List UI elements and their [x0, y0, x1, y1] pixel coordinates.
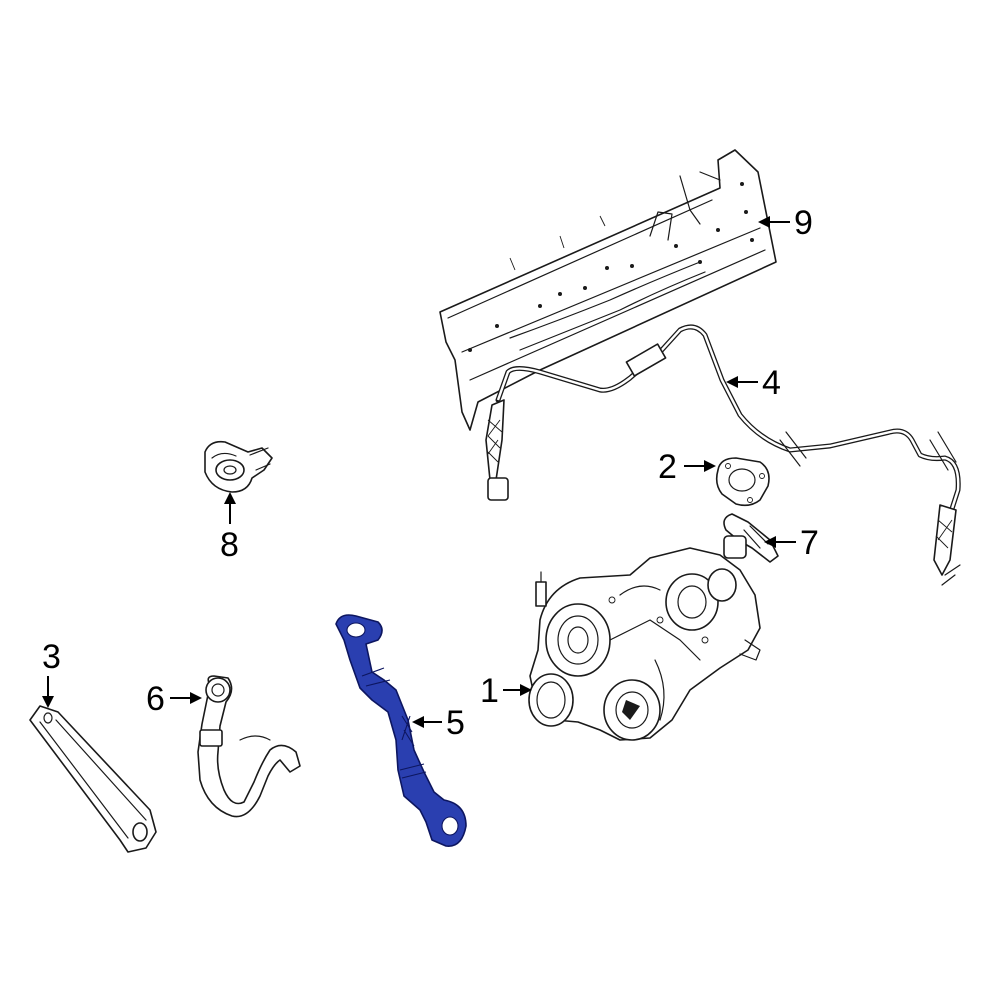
callout-7: 7: [764, 524, 819, 562]
callout-label-1: 1: [480, 672, 499, 710]
callout-label-2: 2: [658, 448, 677, 486]
part-2-gasket[interactable]: [715, 457, 770, 507]
callout-2: 2: [658, 448, 716, 486]
callout-1: 1: [480, 672, 532, 710]
part-9-heat-shield[interactable]: [439, 149, 777, 431]
callout-label-9: 9: [794, 204, 813, 242]
callout-8: 8: [220, 492, 239, 564]
callout-label-7: 7: [800, 524, 819, 562]
callout-5: 5: [412, 704, 465, 742]
part-5-pipe-highlighted[interactable]: [335, 614, 467, 847]
callout-4: 4: [726, 364, 781, 402]
callout-label-4: 4: [762, 364, 781, 402]
part-6-hose[interactable]: [197, 675, 301, 818]
callout-label-8: 8: [220, 526, 239, 564]
callout-9: 9: [758, 204, 813, 242]
part-3-bracket[interactable]: [29, 705, 157, 853]
callout-6: 6: [146, 680, 202, 718]
part-7-fitting[interactable]: [723, 513, 779, 563]
callout-label-3: 3: [42, 638, 61, 676]
part-1-turbocharger[interactable]: [528, 547, 761, 741]
callout-3: 3: [42, 638, 61, 708]
part-8-sensor[interactable]: [204, 440, 273, 493]
part-4-oil-line[interactable]: [485, 324, 961, 586]
callout-label-5: 5: [446, 704, 465, 742]
callout-label-6: 6: [146, 680, 165, 718]
